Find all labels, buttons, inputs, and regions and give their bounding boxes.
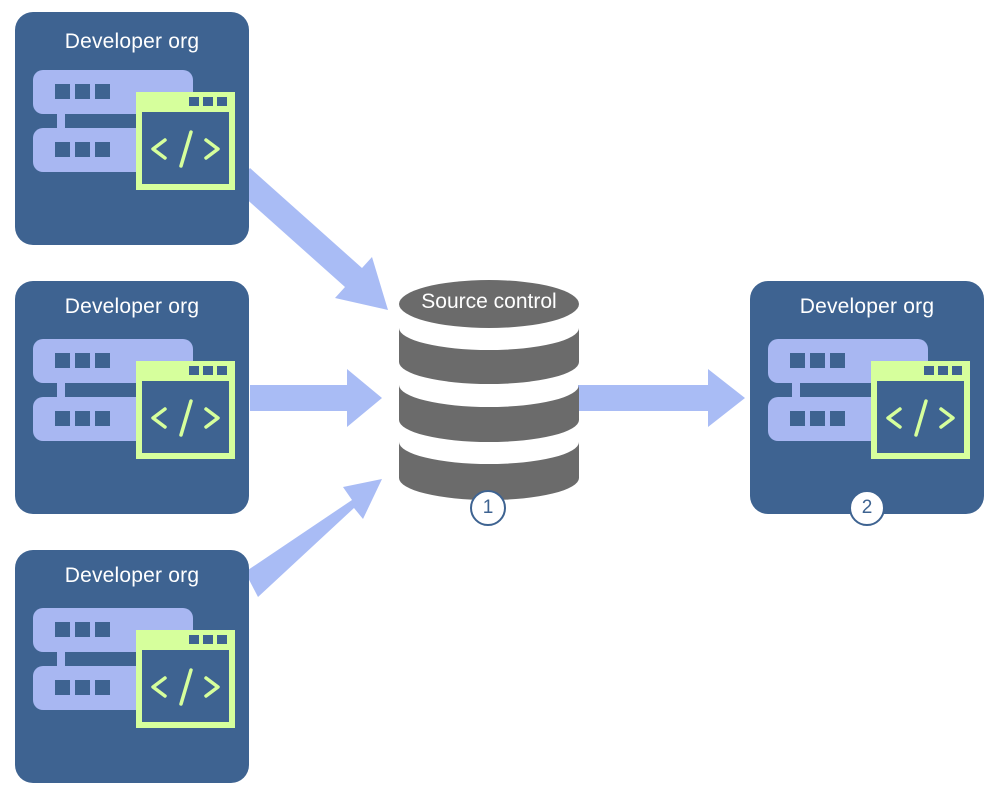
arrow-source-control-to-target-org bbox=[578, 369, 745, 427]
arrow-org2-to-source-control bbox=[250, 369, 382, 427]
arrow-org3-to-source-control bbox=[245, 479, 382, 597]
developer-org-box-2 bbox=[15, 281, 249, 514]
arrow-org1-to-source-control bbox=[233, 168, 388, 310]
developer-org-box-1 bbox=[15, 12, 249, 245]
developer-org-box-target bbox=[750, 281, 984, 514]
source-control-database-icon bbox=[399, 280, 579, 500]
developer-org-box-3 bbox=[15, 550, 249, 783]
